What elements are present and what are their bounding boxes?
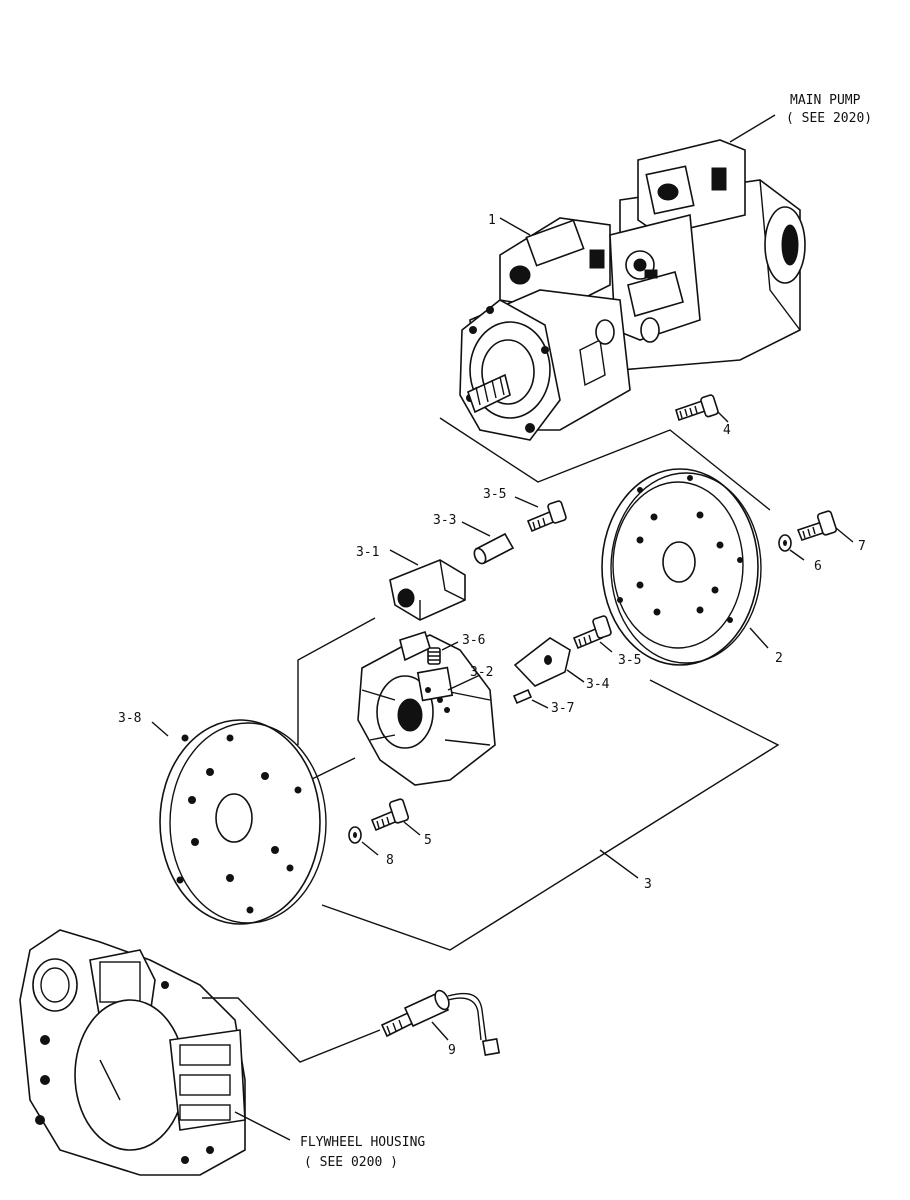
pin-3-7 xyxy=(512,688,549,709)
part-label-5: 5 xyxy=(424,833,432,848)
part-label-4: 4 xyxy=(723,423,731,438)
part-label-1: 1 xyxy=(488,213,496,228)
speed-sensor-9 xyxy=(202,989,501,1063)
flywheel-housing-callout-line1: FLYWHEEL HOUSING xyxy=(300,1135,425,1150)
main-pump xyxy=(439,114,806,511)
part-label-3-1: 3-1 xyxy=(356,545,379,560)
flywheel-housing-callout-line2: ( SEE 0200 ) xyxy=(304,1155,398,1170)
washer-6 xyxy=(778,534,805,561)
part-label-9: 9 xyxy=(448,1043,456,1058)
part-label-3-3: 3-3 xyxy=(433,513,456,528)
bolt-4 xyxy=(675,394,729,423)
main-pump-callout-line2: ( SEE 2020) xyxy=(786,111,872,126)
bolt-5 xyxy=(370,798,421,836)
part-label-3-7: 3-7 xyxy=(551,701,574,716)
bolt-7 xyxy=(796,510,854,543)
part-label-3-8: 3-8 xyxy=(118,711,141,726)
part-label-8: 8 xyxy=(386,853,394,868)
setscrew-3-6 xyxy=(427,641,459,665)
wedge-3-4 xyxy=(513,637,585,687)
part-label-3: 3 xyxy=(644,877,652,892)
coupling-body-3-2 xyxy=(357,630,496,786)
part-label-3-2: 3-2 xyxy=(470,665,493,680)
part-label-2: 2 xyxy=(775,651,783,666)
part-label-6: 6 xyxy=(814,559,822,574)
washer-8 xyxy=(348,826,379,856)
pump-side-flange-2 xyxy=(601,468,769,666)
part-label-3-5-lower: 3-5 xyxy=(618,653,641,668)
part-label-3-6: 3-6 xyxy=(462,633,485,648)
pin-3-3 xyxy=(461,521,515,565)
bolt-3-5-lower xyxy=(572,615,613,653)
coupling-plate-3-8 xyxy=(151,719,327,925)
bolt-3-5-upper xyxy=(514,496,567,533)
part-label-7: 7 xyxy=(858,539,866,554)
main-pump-callout-line1: MAIN PUMP xyxy=(790,93,861,108)
insert-3-1 xyxy=(389,549,466,621)
flywheel-housing xyxy=(19,929,291,1176)
part-label-3-5-upper: 3-5 xyxy=(483,487,506,502)
part-label-3-4: 3-4 xyxy=(586,677,610,692)
